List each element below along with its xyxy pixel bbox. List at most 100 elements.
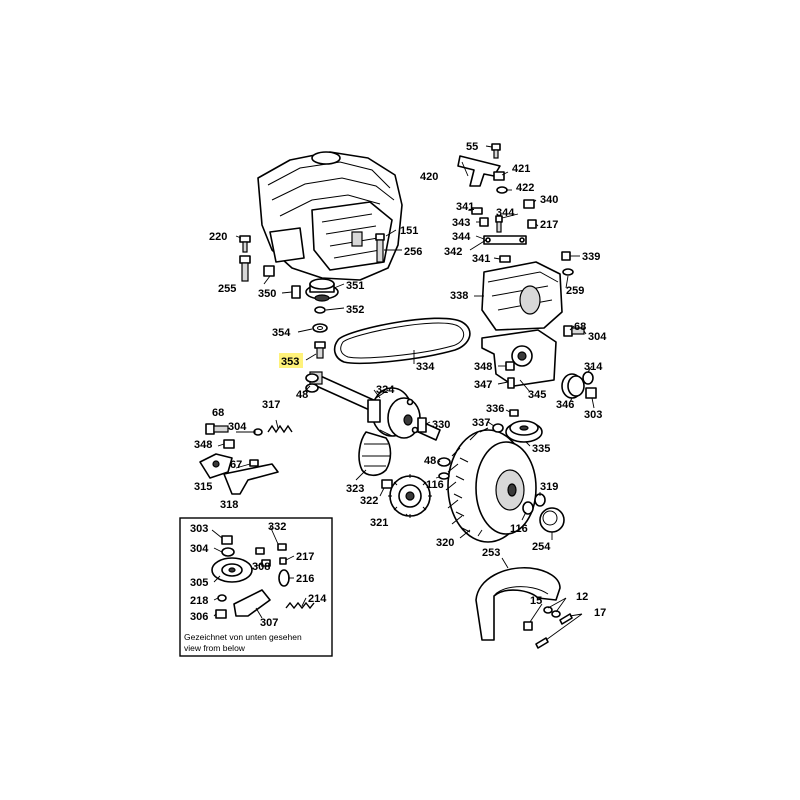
chain-323	[358, 431, 392, 477]
bolt-220	[239, 235, 251, 253]
callout-353: 353	[281, 356, 299, 368]
part-341b	[499, 255, 511, 263]
callout-116b: 116	[510, 523, 528, 535]
callout-259: 259	[566, 285, 584, 297]
bracket-345	[481, 329, 557, 387]
callout-307: 307	[260, 617, 278, 629]
washer-259	[562, 268, 574, 276]
callout-352: 352	[346, 304, 364, 316]
callout-340: 340	[540, 194, 558, 206]
bearing-330	[417, 417, 427, 433]
callout-305: 305	[190, 577, 208, 589]
callout-67: 67	[230, 459, 242, 471]
callout-344b: 344	[452, 231, 471, 243]
part-337	[492, 423, 504, 433]
callout-218: 218	[190, 595, 208, 607]
callout-254: 254	[532, 541, 551, 553]
highlight-353	[279, 353, 303, 368]
callout-304a: 304	[228, 421, 247, 433]
callout-116a: 116	[426, 479, 444, 491]
callout-304c: 304	[190, 543, 209, 555]
washer-116a	[438, 472, 450, 480]
callout-315: 315	[194, 481, 212, 493]
callout-48a: 48	[296, 389, 308, 401]
callout-320: 320	[436, 537, 454, 549]
callout-332: 332	[268, 521, 286, 533]
part-336	[509, 409, 519, 417]
callout-346: 346	[556, 399, 574, 411]
callout-253: 253	[482, 547, 500, 559]
callout-336: 336	[486, 403, 504, 415]
bolt-255	[239, 255, 251, 282]
bolt-256	[375, 233, 385, 263]
sprocket-321	[388, 474, 432, 518]
nut-340	[523, 199, 535, 209]
v-belt-334	[333, 317, 471, 365]
callout-324: 324	[376, 384, 395, 396]
callout-55: 55	[466, 141, 478, 153]
callout-334: 334	[416, 361, 435, 373]
leader-lines	[211, 145, 595, 641]
callout-422: 422	[516, 182, 534, 194]
callout-319: 319	[540, 481, 558, 493]
callout-344: 344	[496, 207, 515, 219]
part-343	[479, 217, 489, 227]
callout-341b: 341	[472, 253, 490, 265]
callout-322: 322	[360, 495, 378, 507]
washer-352	[314, 306, 326, 314]
bolt-68a	[205, 423, 229, 435]
callout-314: 314	[584, 361, 603, 373]
bolt-339	[561, 251, 571, 261]
spacer-350	[291, 285, 301, 299]
callout-351: 351	[346, 280, 364, 292]
screw-55	[491, 143, 501, 159]
callout-217b: 217	[296, 551, 314, 563]
fender-253	[475, 567, 561, 641]
spring-317	[267, 424, 293, 434]
part-322	[381, 479, 393, 489]
callout-339: 339	[582, 251, 600, 263]
bolt-353	[314, 341, 326, 359]
inset-frame	[179, 517, 333, 657]
washer-116b	[522, 501, 534, 515]
plate-315	[199, 453, 233, 479]
callout-48b: 48	[424, 455, 436, 467]
pin-48a	[305, 373, 319, 393]
callout-354: 354	[272, 327, 291, 339]
inset-note-en: view from below	[184, 643, 246, 653]
part-348a	[223, 439, 235, 449]
link-342	[483, 235, 527, 245]
callout-343: 343	[452, 217, 470, 229]
part-314	[582, 371, 594, 385]
nut-255b	[263, 265, 275, 277]
washer-422	[496, 186, 508, 194]
hub-cap-254	[539, 507, 565, 533]
bolt-344	[495, 215, 503, 233]
callout-17: 17	[594, 607, 606, 619]
callout-68a: 68	[212, 407, 224, 419]
wheel-320	[445, 427, 537, 543]
part-347	[507, 377, 515, 389]
washer-12	[543, 606, 561, 618]
callout-341a: 341	[456, 201, 474, 213]
callout-345: 345	[528, 389, 546, 401]
callout-330: 330	[432, 419, 450, 431]
inset-note-de: Gezeichnet von unten gesehen	[184, 632, 302, 642]
callout-216: 216	[296, 573, 314, 585]
callout-308: 308	[252, 561, 270, 573]
engine	[257, 151, 403, 281]
callout-348a: 348	[194, 439, 212, 451]
part-67	[249, 459, 259, 467]
callout-255: 255	[218, 283, 236, 295]
callout-15: 15	[530, 595, 542, 607]
callout-151: 151	[400, 225, 418, 237]
nut-303a	[585, 387, 597, 399]
callout-68b: 68	[574, 321, 586, 333]
hub-324	[367, 387, 421, 439]
callout-335: 335	[532, 443, 550, 455]
pin-48b	[437, 457, 451, 467]
lever-318	[223, 463, 279, 495]
callout-256: 256	[404, 246, 422, 258]
inset-parts	[211, 535, 315, 619]
gearbox-338	[481, 261, 563, 331]
